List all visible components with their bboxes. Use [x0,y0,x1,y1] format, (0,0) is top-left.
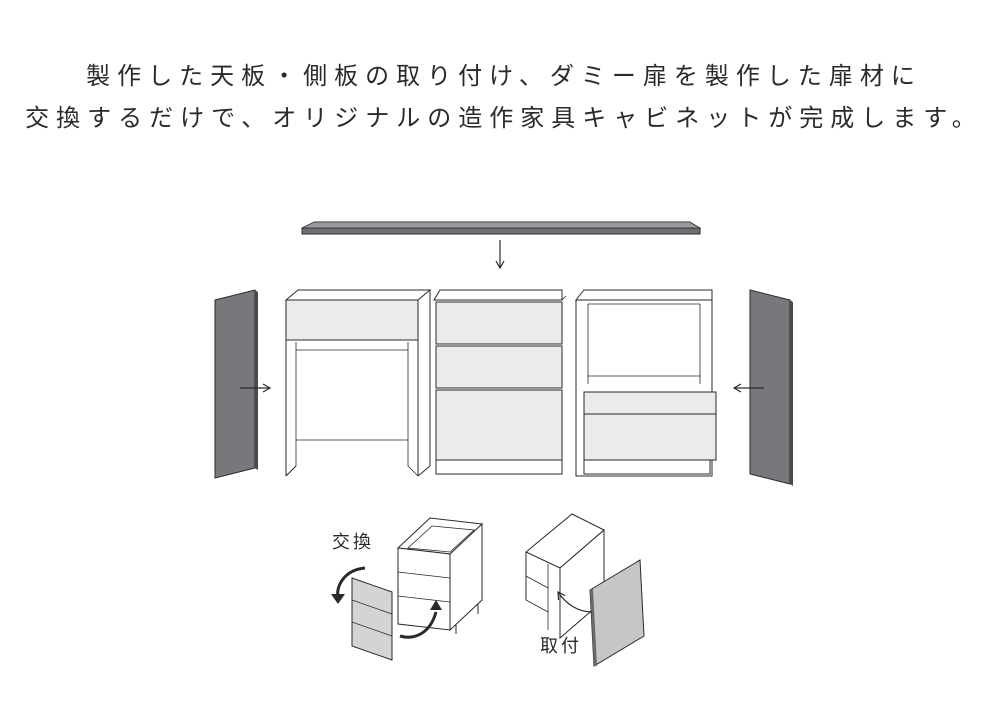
rotate-arrowhead-icon-2 [430,600,442,610]
caption-line-1: 製作した天板・側板の取り付け、ダミー扉を製作した扉材に [86,62,922,90]
label-attach: 取付 [540,636,582,657]
top-panel [301,221,702,235]
attach-illustration [525,513,645,667]
rotate-arrow-icon-2 [399,611,438,639]
label-exchange: 交換 [332,532,374,553]
cabinet-desk [284,289,432,477]
attach-arrow-icon [557,590,593,613]
rotate-arrowhead-icon [331,594,345,604]
right-side-panel [749,289,793,486]
cabinet-shelf-drawers [574,289,717,477]
left-side-panel [214,289,258,479]
caption-line-2: 交換するだけで、オリジナルの造作家具キャビネットが完成します。 [25,104,983,132]
cabinet-three-drawers [433,289,567,475]
